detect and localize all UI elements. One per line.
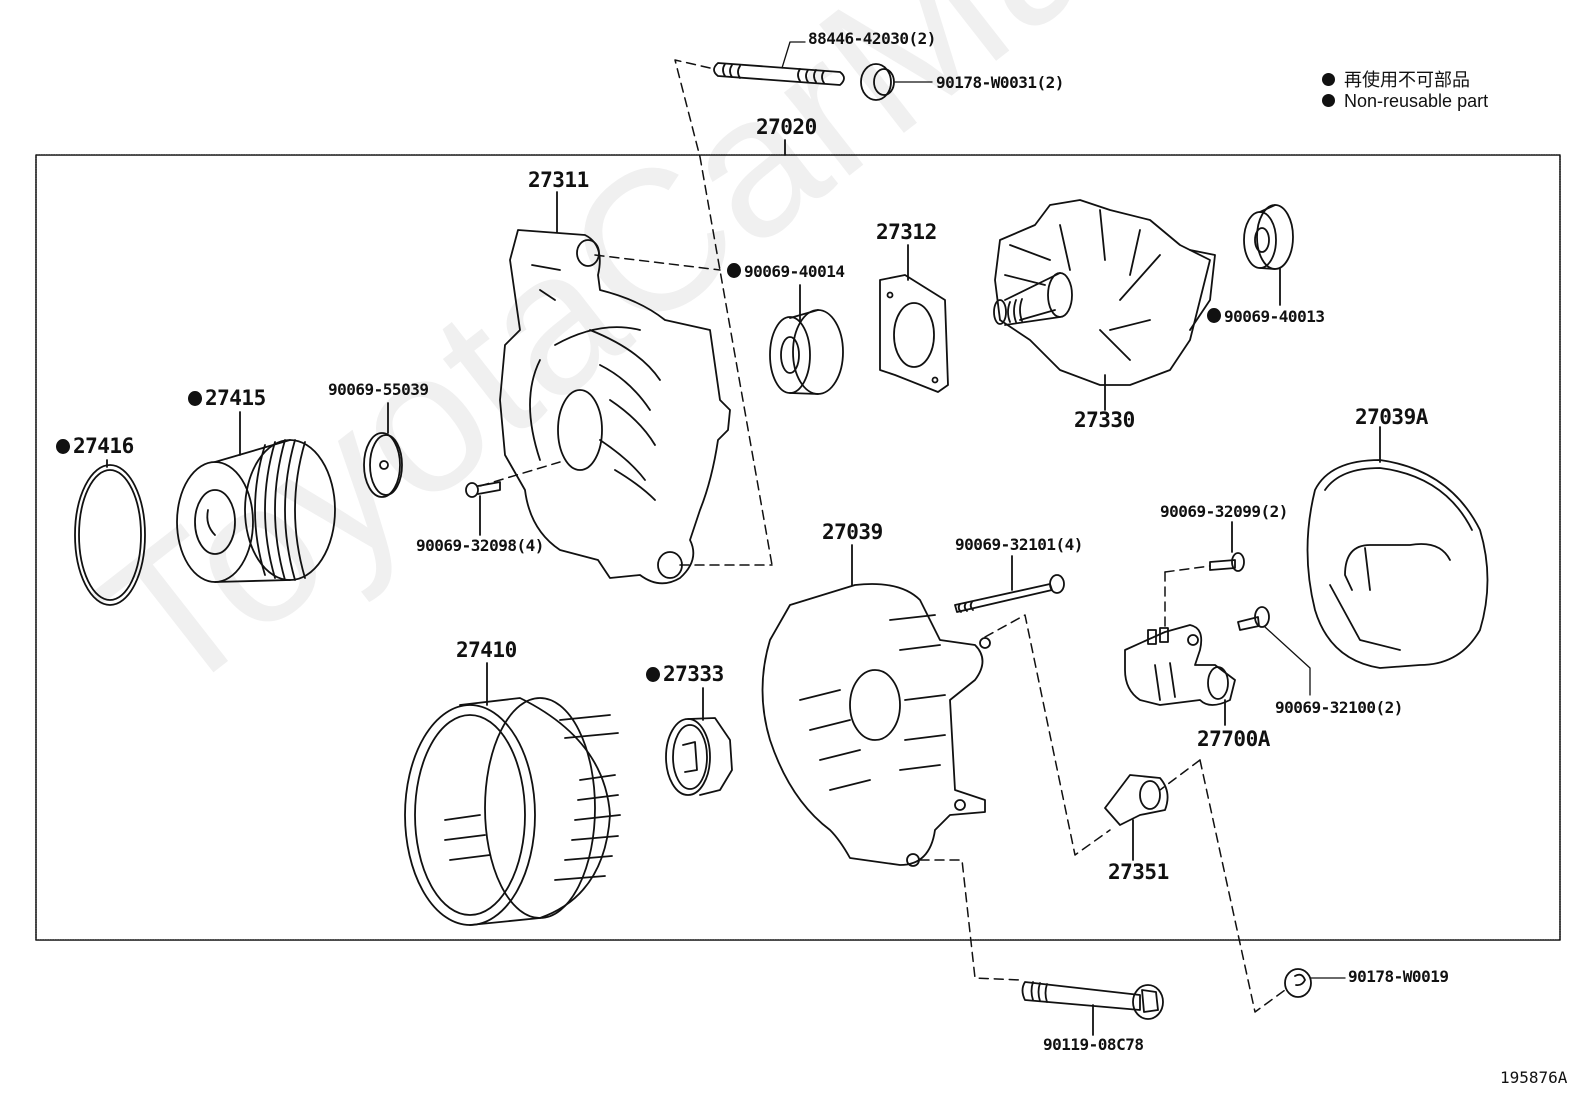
label-90069-40014: 90069-40014 xyxy=(727,262,845,281)
label-88446-42030: 88446-42030(2) xyxy=(808,29,936,48)
voltage-regulator-27700A xyxy=(1124,624,1236,706)
screw-90069-32100 xyxy=(1237,606,1311,696)
label-27410: 27410 xyxy=(456,638,517,662)
screw-90069-32099 xyxy=(1209,552,1245,572)
stator-27410 xyxy=(404,697,621,926)
through-bolt-90069-32101 xyxy=(954,574,1065,613)
nut-90178-W0019 xyxy=(1284,968,1346,998)
label-27020: 27020 xyxy=(756,115,817,139)
drive-end-frame-27311 xyxy=(499,229,731,585)
label-27330: 27330 xyxy=(1074,408,1135,432)
stud-bolt-88446-42030 xyxy=(713,41,845,86)
screw-90069-32098 xyxy=(465,481,501,498)
label-27415: 27415 xyxy=(188,386,266,410)
label-27039: 27039 xyxy=(822,520,883,544)
assembly-lines xyxy=(479,59,1286,1013)
pulley-27415 xyxy=(176,439,336,583)
pulley-cap-27416 xyxy=(74,464,146,606)
assembly-boundary xyxy=(35,154,1561,941)
label-90069-32099: 90069-32099(2) xyxy=(1160,502,1288,521)
label-90178-W0031: 90178-W0031(2) xyxy=(936,73,1064,92)
label-90069-32100: 90069-32100(2) xyxy=(1275,698,1403,717)
label-27333: 27333 xyxy=(646,662,724,686)
bearing-cover-27333 xyxy=(665,717,733,796)
nut-90178-W0031 xyxy=(860,63,933,101)
rear-end-cover-27039A xyxy=(1306,459,1489,669)
rectifier-end-frame-27039 xyxy=(761,583,991,867)
rotor-27330 xyxy=(993,199,1216,386)
terminal-insulator-27351 xyxy=(1104,774,1169,826)
label-27311: 27311 xyxy=(528,168,589,192)
label-27039A: 27039A xyxy=(1355,405,1428,429)
label-27312: 27312 xyxy=(876,220,937,244)
label-90119-08C78: 90119-08C78 xyxy=(1043,1035,1144,1054)
label-90178-W0019: 90178-W0019 xyxy=(1348,967,1449,986)
legend-item-jp: 再使用不可部品 xyxy=(1322,66,1470,92)
label-27416: 27416 xyxy=(56,434,134,458)
retainer-plate-27312 xyxy=(879,274,949,393)
figure-id: 195876A xyxy=(1500,1068,1568,1087)
legend-text-jp: 再使用不可部品 xyxy=(1344,70,1470,90)
bearing-90069-40013 xyxy=(1243,204,1294,270)
washer-90069-55039 xyxy=(363,432,403,498)
non-reusable-bullet-icon xyxy=(1322,94,1335,107)
label-90069-55039: 90069-55039 xyxy=(328,380,429,399)
legend-item-en: Non-reusable part xyxy=(1322,91,1488,112)
label-90069-32101: 90069-32101(4) xyxy=(955,535,1083,554)
legend-text-en: Non-reusable part xyxy=(1344,91,1489,111)
non-reusable-bullet-icon xyxy=(1322,73,1335,86)
label-27700A: 27700A xyxy=(1197,727,1270,751)
bearing-90069-40014 xyxy=(769,309,844,395)
bolt-90119-08C78 xyxy=(1021,981,1164,1020)
label-90069-40013: 90069-40013 xyxy=(1207,307,1325,326)
label-90069-32098: 90069-32098(4) xyxy=(416,536,544,555)
label-27351: 27351 xyxy=(1108,860,1169,884)
